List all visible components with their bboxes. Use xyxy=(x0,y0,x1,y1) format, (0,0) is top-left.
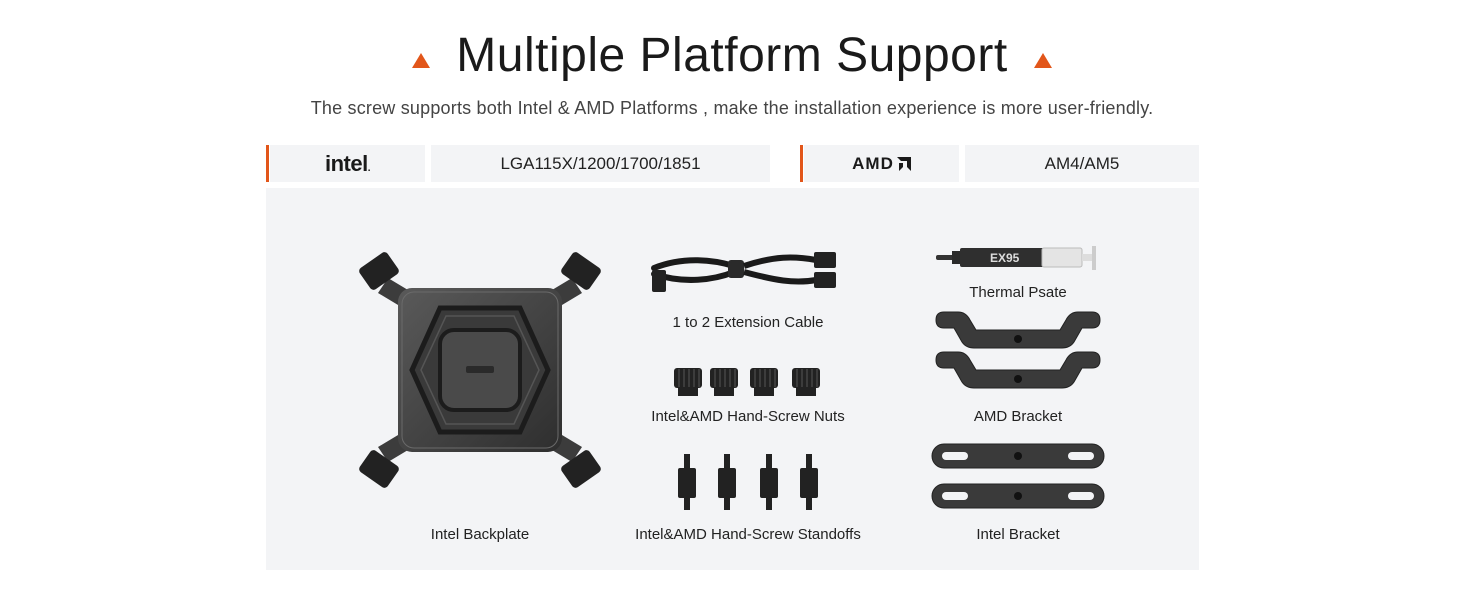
intel-logo-cell: intel. xyxy=(270,145,425,182)
amd-logo-text: AMD xyxy=(852,153,894,173)
amd-bracket-image xyxy=(935,311,1101,389)
amd-sockets: AM4/AM5 xyxy=(965,145,1199,182)
extension-cable-image xyxy=(651,252,836,292)
intel-logo: intel xyxy=(324,150,368,176)
amd-bracket-label: AMD Bracket xyxy=(973,408,1063,425)
intel-backplate-label: Intel Backplate xyxy=(430,526,530,543)
intel-backplate-image xyxy=(359,252,601,488)
thermal-paste-label: Thermal Psate xyxy=(969,284,1067,301)
hand-screw-standoffs-label: Intel&AMD Hand-Screw Standoffs xyxy=(635,526,861,543)
extension-cable-label: 1 to 2 Extension Cable xyxy=(672,314,824,331)
hand-screw-standoffs-image xyxy=(678,454,818,510)
intel-accent-bar xyxy=(266,145,269,182)
thermal-paste-image: EX95 xyxy=(936,246,1096,270)
page-title: Multiple Platform Support xyxy=(456,29,1008,82)
hand-screw-nuts-label: Intel&AMD Hand-Screw Nuts xyxy=(651,408,845,425)
amd-accent-bar xyxy=(800,145,803,182)
intel-logo-dot: . xyxy=(367,163,371,174)
amd-logo: AMD xyxy=(852,154,911,174)
triangle-right-icon xyxy=(1033,53,1052,68)
title-row: Multiple Platform Support xyxy=(0,28,1464,83)
intel-bracket-label: Intel Bracket xyxy=(976,526,1060,543)
page-subtitle: The screw supports both Intel & AMD Plat… xyxy=(310,98,1154,118)
intel-sockets: LGA115X/1200/1700/1851 xyxy=(431,145,770,182)
thermal-paste-brand: EX95 xyxy=(990,251,1020,265)
amd-logo-cell: AMD xyxy=(804,145,959,182)
amd-arrow-icon xyxy=(896,156,911,171)
triangle-left-icon xyxy=(412,53,431,68)
intel-bracket-image xyxy=(931,443,1105,509)
hand-screw-nuts-image xyxy=(674,368,820,396)
accessories-panel: Intel Backplate 1 to 2 Extension Cable xyxy=(266,188,1199,570)
